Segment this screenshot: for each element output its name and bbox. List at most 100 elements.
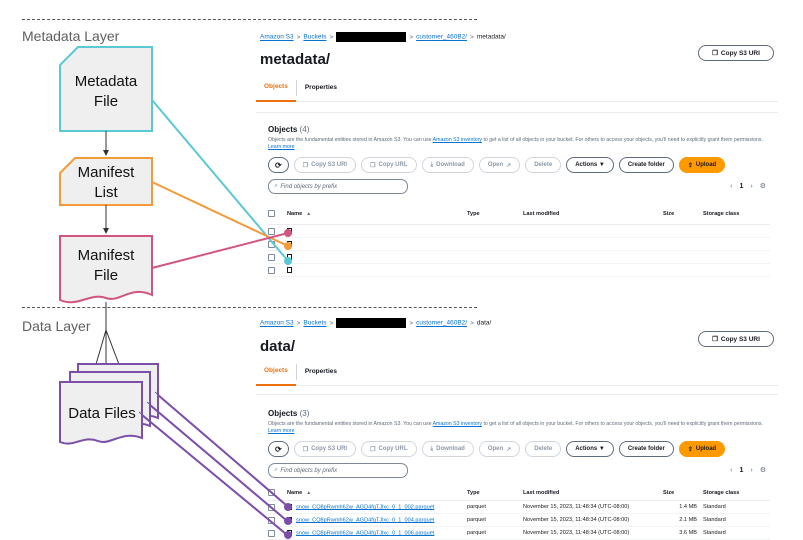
objects-toolbar: ⟳ ❐Copy S3 URI ❐Copy URL ⤓Download Open↗… — [268, 157, 726, 173]
object-name[interactable]: snow_CQ8pRwmh62w_AGD4fqTJlxc_0_1_002.par… — [287, 503, 467, 510]
object-name[interactable] — [287, 227, 467, 234]
tab-properties[interactable]: Properties — [295, 79, 345, 96]
copy-icon: ❐ — [370, 162, 376, 169]
copy-url-button[interactable]: ❐Copy URL — [361, 157, 417, 173]
copy-url-button[interactable]: ❐Copy URL — [361, 441, 417, 457]
prev-page-icon[interactable]: ‹ — [730, 182, 733, 190]
copy-s3-uri-action[interactable]: ❐Copy S3 URI — [293, 157, 357, 173]
file-icon — [287, 529, 292, 536]
search-input[interactable]: ⌕Find objects by prefix — [268, 463, 408, 478]
copy-icon: ❐ — [302, 162, 309, 169]
learn-more-link[interactable]: Learn more — [268, 144, 295, 150]
object-name[interactable] — [287, 266, 467, 273]
actions-dropdown[interactable]: Actions ▼ — [566, 157, 614, 173]
upload-button[interactable]: ⇪Upload — [678, 441, 726, 457]
inventory-link[interactable]: Amazon S3 inventory — [432, 421, 482, 427]
breadcrumb-amazon-s3[interactable]: Amazon S3 — [260, 319, 294, 327]
create-folder-button[interactable]: Create folder — [618, 441, 674, 457]
row-checkbox[interactable] — [268, 240, 275, 248]
breadcrumb-buckets[interactable]: Buckets — [303, 319, 327, 327]
objects-table: Name▲ Type Last modified Size Storage cl… — [268, 203, 770, 277]
data-divider — [22, 307, 477, 308]
row-checkbox[interactable] — [268, 516, 275, 524]
copy-s3-uri-button[interactable]: ❐Copy S3 URI — [698, 331, 774, 347]
breadcrumb-amazon-s3[interactable]: Amazon S3 — [260, 33, 294, 41]
table-row[interactable] — [268, 264, 770, 277]
learn-more-link[interactable]: Learn more — [268, 428, 295, 434]
objects-card: Objects (4) Objects are the fundamental … — [256, 112, 778, 292]
delete-button[interactable]: Delete — [525, 157, 562, 173]
object-name[interactable] — [287, 253, 467, 260]
copy-s3-uri-action[interactable]: ❐Copy S3 URI — [293, 441, 357, 457]
breadcrumb-current: data/ — [476, 319, 492, 327]
object-name[interactable]: snow_CQ8pRwmh62w_AGD4fqTJlxc_0_1_004.par… — [287, 516, 467, 523]
open-button[interactable]: Open↗ — [478, 157, 521, 173]
settings-icon[interactable]: ⚙ — [759, 183, 766, 190]
row-checkbox[interactable] — [268, 227, 275, 235]
object-storage-class: Standard — [703, 530, 726, 536]
table-body: snow_CQ8pRwmh62w_AGD4fqTJlxc_0_1_002.par… — [268, 501, 770, 540]
tab-objects[interactable]: Objects — [256, 74, 296, 102]
object-modified: November 15, 2023, 11:48:34 (UTC-08:00) — [523, 530, 630, 536]
objects-table: Name▲ Type Last modified Size Storage cl… — [268, 485, 770, 540]
search-input[interactable]: ⌕Find objects by prefix — [268, 179, 408, 194]
refresh-button[interactable]: ⟳ — [268, 441, 289, 457]
settings-icon[interactable]: ⚙ — [759, 467, 766, 474]
object-type: parquet — [467, 504, 486, 510]
table-row[interactable]: snow_CQ8pRwmh62w_AGD4fqTJlxc_0_1_002.par… — [268, 501, 770, 514]
col-type-header[interactable]: Type — [467, 489, 480, 496]
table-row[interactable]: snow_CQ8pRwmh62w_AGD4fqTJlxc_0_1_004.par… — [268, 514, 770, 527]
breadcrumb-bucket[interactable]: customer_460B2/ — [416, 319, 468, 327]
page-title: data/ — [260, 338, 296, 355]
object-name[interactable] — [287, 240, 467, 247]
col-modified-header[interactable]: Last modified — [523, 489, 560, 496]
breadcrumb: Amazon S3>Buckets>>customer_460B2/>data/ — [260, 318, 492, 328]
data-files-label: Data Files — [68, 405, 136, 422]
delete-button[interactable]: Delete — [525, 441, 562, 457]
table-row[interactable] — [268, 251, 770, 264]
next-page-icon[interactable]: › — [750, 182, 753, 190]
pagination: ‹1›⚙ — [730, 466, 766, 475]
download-button[interactable]: ⤓Download — [421, 157, 474, 173]
breadcrumb-buckets[interactable]: Buckets — [303, 33, 327, 41]
table-body — [268, 225, 770, 277]
copy-s3-uri-button[interactable]: ❐Copy S3 URI — [698, 45, 774, 61]
row-checkbox[interactable] — [268, 503, 275, 511]
col-size-header[interactable]: Size — [663, 210, 675, 217]
table-row[interactable]: snow_CQ8pRwmh62w_AGD4fqTJlxc_0_1_006.par… — [268, 527, 770, 540]
copy-icon: ❐ — [712, 50, 718, 57]
row-checkbox[interactable] — [268, 253, 275, 261]
refresh-button[interactable]: ⟳ — [268, 157, 289, 173]
col-type-header[interactable]: Type — [467, 210, 480, 217]
upload-button[interactable]: ⇪Upload — [678, 157, 726, 173]
select-all-checkbox[interactable] — [268, 210, 275, 217]
select-all-checkbox[interactable] — [268, 489, 275, 496]
col-size-header[interactable]: Size — [663, 489, 675, 496]
object-name[interactable]: snow_CQ8pRwmh62w_AGD4fqTJlxc_0_1_006.par… — [287, 529, 467, 536]
fan-arrow-3 — [105, 329, 121, 368]
arrowhead — [103, 228, 109, 234]
next-page-icon[interactable]: › — [750, 466, 753, 474]
manifest-file-shape — [59, 235, 153, 304]
inventory-link[interactable]: Amazon S3 inventory — [432, 137, 482, 143]
row-checkbox[interactable] — [268, 266, 275, 274]
actions-dropdown[interactable]: Actions ▼ — [566, 441, 614, 457]
tab-properties[interactable]: Properties — [295, 363, 345, 380]
create-folder-button[interactable]: Create folder — [618, 157, 674, 173]
upload-icon: ⇪ — [687, 446, 693, 453]
prev-page-icon[interactable]: ‹ — [730, 466, 733, 474]
data-s3-panel: Amazon S3>Buckets>>customer_460B2/>data/… — [252, 318, 782, 540]
table-row[interactable] — [268, 238, 770, 251]
col-modified-header[interactable]: Last modified — [523, 210, 560, 217]
col-name-header[interactable]: Name▲ — [287, 489, 312, 496]
breadcrumb-bucket[interactable]: customer_460B2/ — [416, 33, 468, 41]
download-button[interactable]: ⤓Download — [421, 441, 474, 457]
tab-objects[interactable]: Objects — [256, 358, 296, 386]
row-checkbox[interactable] — [268, 529, 275, 537]
col-storage-header[interactable]: Storage class — [703, 210, 740, 217]
objects-card: Objects (3) Objects are the fundamental … — [256, 394, 778, 540]
col-name-header[interactable]: Name▲ — [287, 210, 312, 217]
col-storage-header[interactable]: Storage class — [703, 489, 740, 496]
table-row[interactable] — [268, 225, 770, 238]
open-button[interactable]: Open↗ — [478, 441, 521, 457]
